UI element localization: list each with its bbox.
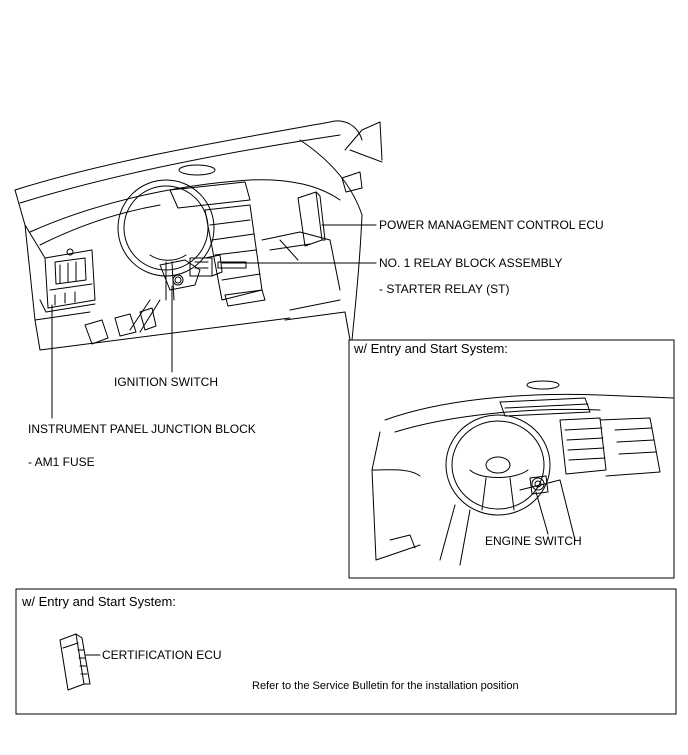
inset-cert-title: w/ Entry and Start System:	[22, 594, 176, 609]
inset-engine-frame	[348, 339, 675, 579]
inset-engine-drawing	[371, 380, 675, 566]
main-dashboard-drawing	[14, 120, 383, 351]
certification-ecu-drawing	[59, 633, 101, 691]
label-relay-block: NO. 1 RELAY BLOCK ASSEMBLY	[379, 256, 563, 270]
label-power-management-ecu: POWER MANAGEMENT CONTROL ECU	[379, 218, 604, 232]
inset-engine-title: w/ Entry and Start System:	[354, 341, 508, 356]
inset-cert-frame	[15, 588, 677, 715]
service-bulletin-note: Refer to the Service Bulletin for the in…	[252, 680, 519, 692]
label-junction-block: INSTRUMENT PANEL JUNCTION BLOCK	[28, 422, 256, 436]
label-ignition-switch: IGNITION SWITCH	[114, 375, 218, 389]
leader-lines	[51, 224, 377, 419]
label-engine-switch: ENGINE SWITCH	[485, 534, 582, 548]
label-am1-fuse: - AM1 FUSE	[28, 455, 95, 469]
label-certification-ecu: CERTIFICATION ECU	[102, 648, 222, 662]
label-starter-relay: - STARTER RELAY (ST)	[379, 282, 510, 296]
